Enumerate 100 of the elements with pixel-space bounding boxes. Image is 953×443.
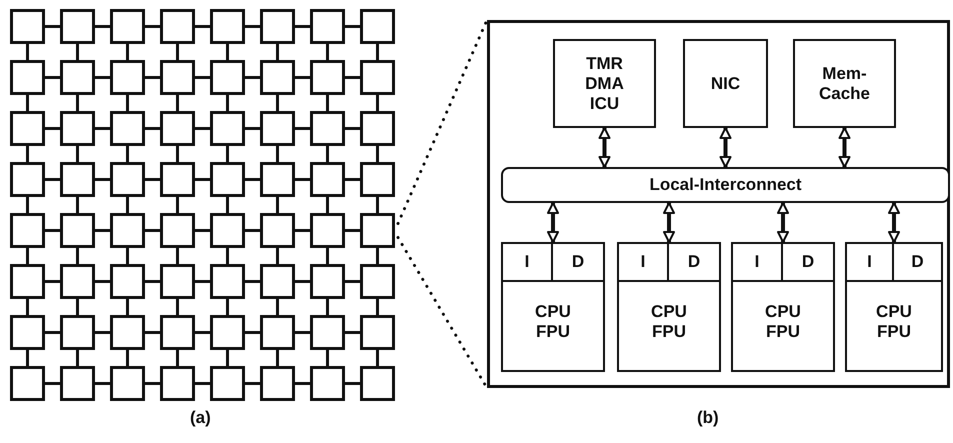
link-line [45,382,60,385]
link-line [326,146,329,162]
tile-box [160,213,195,248]
tile-box [260,9,295,44]
link-line [245,382,260,385]
core-label: CPU FPU [875,302,913,342]
link-line [195,382,210,385]
link-line [145,280,160,283]
link-line [76,197,79,213]
link-line [26,197,29,213]
link-line [176,248,179,264]
link-line [345,178,360,181]
tile-box [110,213,145,248]
link-line [276,146,279,162]
link-line [95,229,110,232]
link-line [45,25,60,28]
tile-box [360,366,395,401]
link-line [295,229,310,232]
link-line [376,350,379,366]
link-line [276,95,279,111]
tile-box [210,264,245,299]
link-line [45,178,60,181]
tile-box [210,315,245,350]
link-line [145,76,160,79]
link-line [76,146,79,162]
tile-box [10,315,45,350]
link-line [376,248,379,264]
tile-box [160,60,195,95]
link-line [245,178,260,181]
link-line [126,248,129,264]
link-line [126,44,129,60]
tile-box [60,60,95,95]
link-line [295,25,310,28]
tile-box [160,366,195,401]
link-line [226,146,229,162]
link-line [326,299,329,315]
tile-box [360,264,395,299]
tile-box [210,111,245,146]
tile-box [110,315,145,350]
link-line [226,44,229,60]
link-line [45,229,60,232]
tile-box [260,264,295,299]
tile-box [10,213,45,248]
tile-box [310,315,345,350]
link-line [26,248,29,264]
link-line [145,127,160,130]
tile-detail-panel [487,20,950,388]
panel-caption: (a) [190,408,211,428]
link-line [76,44,79,60]
tile-box [360,111,395,146]
link-line [95,178,110,181]
link-line [76,350,79,366]
tile-box [160,9,195,44]
link-line [76,248,79,264]
link-line [95,127,110,130]
module-box: NIC [683,39,768,128]
link-line [45,280,60,283]
link-line [145,331,160,334]
link-line [295,280,310,283]
link-line [76,95,79,111]
tile-box [10,264,45,299]
link-line [245,331,260,334]
link-line [276,197,279,213]
link-line [195,127,210,130]
link-line [295,178,310,181]
link-line [226,95,229,111]
tile-box [210,162,245,197]
tile-box [60,9,95,44]
tile-box [260,366,295,401]
link-line [295,331,310,334]
tile-box [210,9,245,44]
link-line [345,229,360,232]
link-line [195,229,210,232]
link-line [176,44,179,60]
interconnect-bar: Local-Interconnect [501,167,950,203]
tile-box [10,111,45,146]
link-line [276,44,279,60]
tile-box [310,111,345,146]
link-line [45,127,60,130]
tile-box [310,60,345,95]
link-line [295,382,310,385]
link-line [295,76,310,79]
core-box [731,242,835,372]
link-line [126,299,129,315]
tile-box [210,213,245,248]
tile-box [10,162,45,197]
link-line [276,248,279,264]
link-line [326,248,329,264]
double-arrow [663,202,675,243]
tile-box [310,264,345,299]
tile-box [310,366,345,401]
link-line [326,350,329,366]
tile-box [60,264,95,299]
link-line [376,95,379,111]
link-line [145,25,160,28]
link-line [195,331,210,334]
link-line [26,350,29,366]
link-line [226,197,229,213]
core-label: CPU FPU [650,302,688,342]
tile-box [60,111,95,146]
